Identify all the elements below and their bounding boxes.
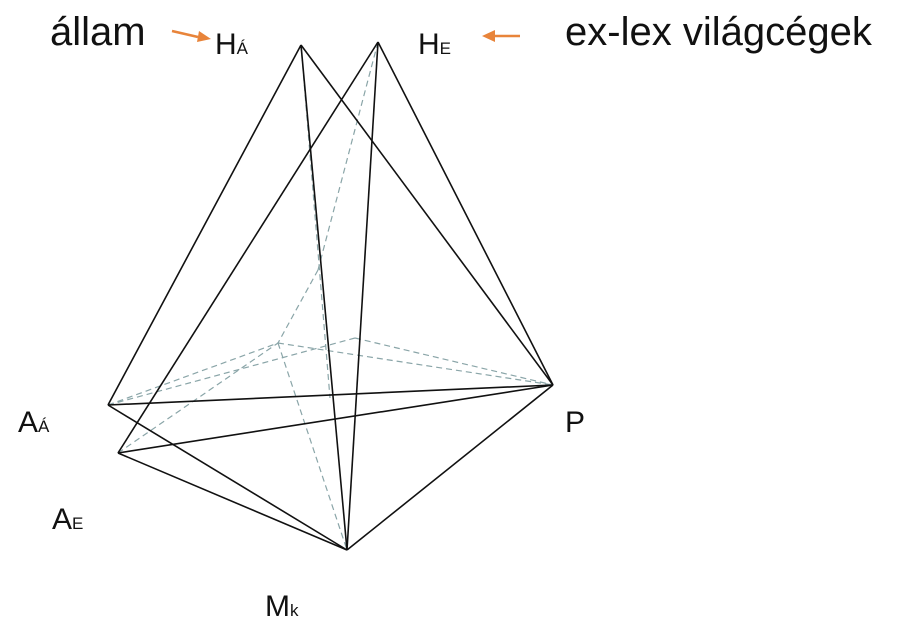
edge-ha-p — [300, 44, 554, 386]
vertex-label-p: P — [565, 408, 585, 438]
vertex-he-sub: E — [439, 39, 452, 58]
hidden-edge-ae-center — [117, 342, 279, 454]
hidden-edge-ha-mk — [300, 44, 331, 399]
vertex-ae-sub: E — [72, 514, 84, 533]
vertex-label-ae: AE — [52, 505, 83, 535]
hidden-edge-center-base — [277, 269, 319, 344]
edge-ae-mk — [117, 452, 348, 551]
edge-aa-p — [107, 384, 554, 406]
vertex-ha-sub: Á — [236, 39, 249, 58]
vertex-label-aa: AÁ — [18, 408, 49, 438]
vertex-ha-base: H — [215, 28, 237, 61]
arrow-allam-shaft — [171, 29, 199, 39]
arrow-exlex — [482, 30, 520, 42]
annotation-exlex: ex-lex világcégek — [565, 10, 872, 54]
vertex-aa-base: A — [18, 406, 39, 439]
vertex-p-base: P — [565, 406, 586, 439]
annotation-arrows — [171, 29, 520, 42]
vertex-label-ha: HÁ — [215, 30, 248, 60]
annotation-allam: állam — [50, 10, 146, 54]
edge-he-ae — [117, 41, 379, 454]
hidden-edges — [107, 41, 554, 551]
hidden-edge-center-mk — [277, 342, 348, 551]
edge-ha-aa — [107, 44, 302, 406]
edge-he-mk — [346, 41, 379, 551]
hidden-edge-aa-center — [107, 342, 279, 406]
vertex-label-mk: Mk — [265, 592, 299, 622]
vertex-label-he: HE — [418, 30, 451, 60]
hidden-edge-aa-center2 — [107, 337, 356, 406]
edge-aa-mk — [107, 404, 348, 551]
vertex-mk-sub: k — [290, 601, 299, 620]
arrow-exlex-head — [482, 30, 495, 42]
hidden-edge-center2-p — [354, 337, 554, 386]
arrow-allam — [171, 29, 211, 42]
vertex-he-base: H — [418, 28, 440, 61]
vertex-mk-base: M — [265, 590, 290, 623]
vertex-ae-base: A — [52, 503, 73, 536]
visible-edges — [107, 41, 554, 551]
edge-p-mk — [346, 384, 554, 551]
hidden-edge-center-p — [277, 342, 554, 386]
vertex-aa-sub: Á — [38, 417, 50, 436]
hidden-edge-he-center — [317, 41, 379, 271]
edge-ae-p — [117, 384, 554, 454]
arrow-allam-head — [197, 31, 211, 42]
edge-he-p — [377, 41, 554, 386]
edge-ha-mk — [300, 44, 348, 551]
